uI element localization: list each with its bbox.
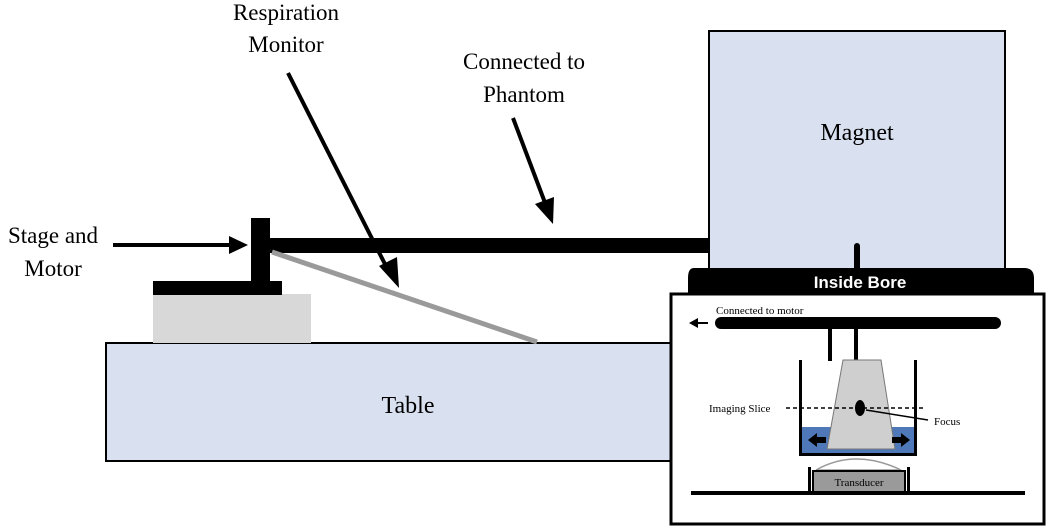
- focus-label: Focus: [934, 416, 960, 428]
- inset-baseline: [691, 491, 1025, 495]
- table: Table: [105, 342, 673, 462]
- stage-and-motor: [153, 218, 282, 295]
- connecting-rod: [270, 238, 710, 253]
- svg-text:Motor: Motor: [24, 256, 82, 281]
- inside-bore-band: Inside Bore: [688, 268, 1034, 293]
- respiration-monitor-label: Respiration Monitor: [233, 0, 340, 57]
- svg-text:Phantom: Phantom: [483, 82, 565, 107]
- connected-to-phantom-arrow: [511, 117, 554, 224]
- connected-to-motor-label: Connected to motor: [716, 305, 804, 317]
- left-movement-arrow: [808, 433, 826, 447]
- stage-and-motor-arrow: [113, 236, 248, 254]
- right-movement-arrow: [892, 433, 910, 447]
- svg-text:Connected to: Connected to: [463, 49, 585, 74]
- imaging-slice-label: Imaging Slice: [709, 403, 771, 415]
- magnet: Magnet: [708, 30, 1006, 272]
- svg-text:Monitor: Monitor: [248, 32, 324, 57]
- svg-text:Stage and: Stage and: [8, 223, 99, 248]
- respiration-monitor-arrow: [286, 72, 399, 288]
- svg-text:Respiration: Respiration: [233, 0, 340, 25]
- stage-base: [153, 294, 311, 343]
- magnet-label: Magnet: [820, 120, 894, 146]
- inset-rod: [715, 317, 1001, 329]
- focus-point: [855, 400, 865, 416]
- connected-to-phantom-label: Connected to Phantom: [463, 49, 585, 107]
- transducer-label: Transducer: [834, 477, 883, 489]
- bore-connector: [854, 243, 860, 271]
- inside-bore-inset: Connected to motor Transducer Imaging Sl…: [669, 292, 1046, 526]
- focus-pointer: [865, 409, 929, 421]
- inside-bore-label: Inside Bore: [814, 273, 907, 292]
- stage-and-motor-label: Stage and Motor: [8, 223, 99, 281]
- table-label: Table: [382, 393, 435, 419]
- respiration-belt-line: [271, 249, 538, 345]
